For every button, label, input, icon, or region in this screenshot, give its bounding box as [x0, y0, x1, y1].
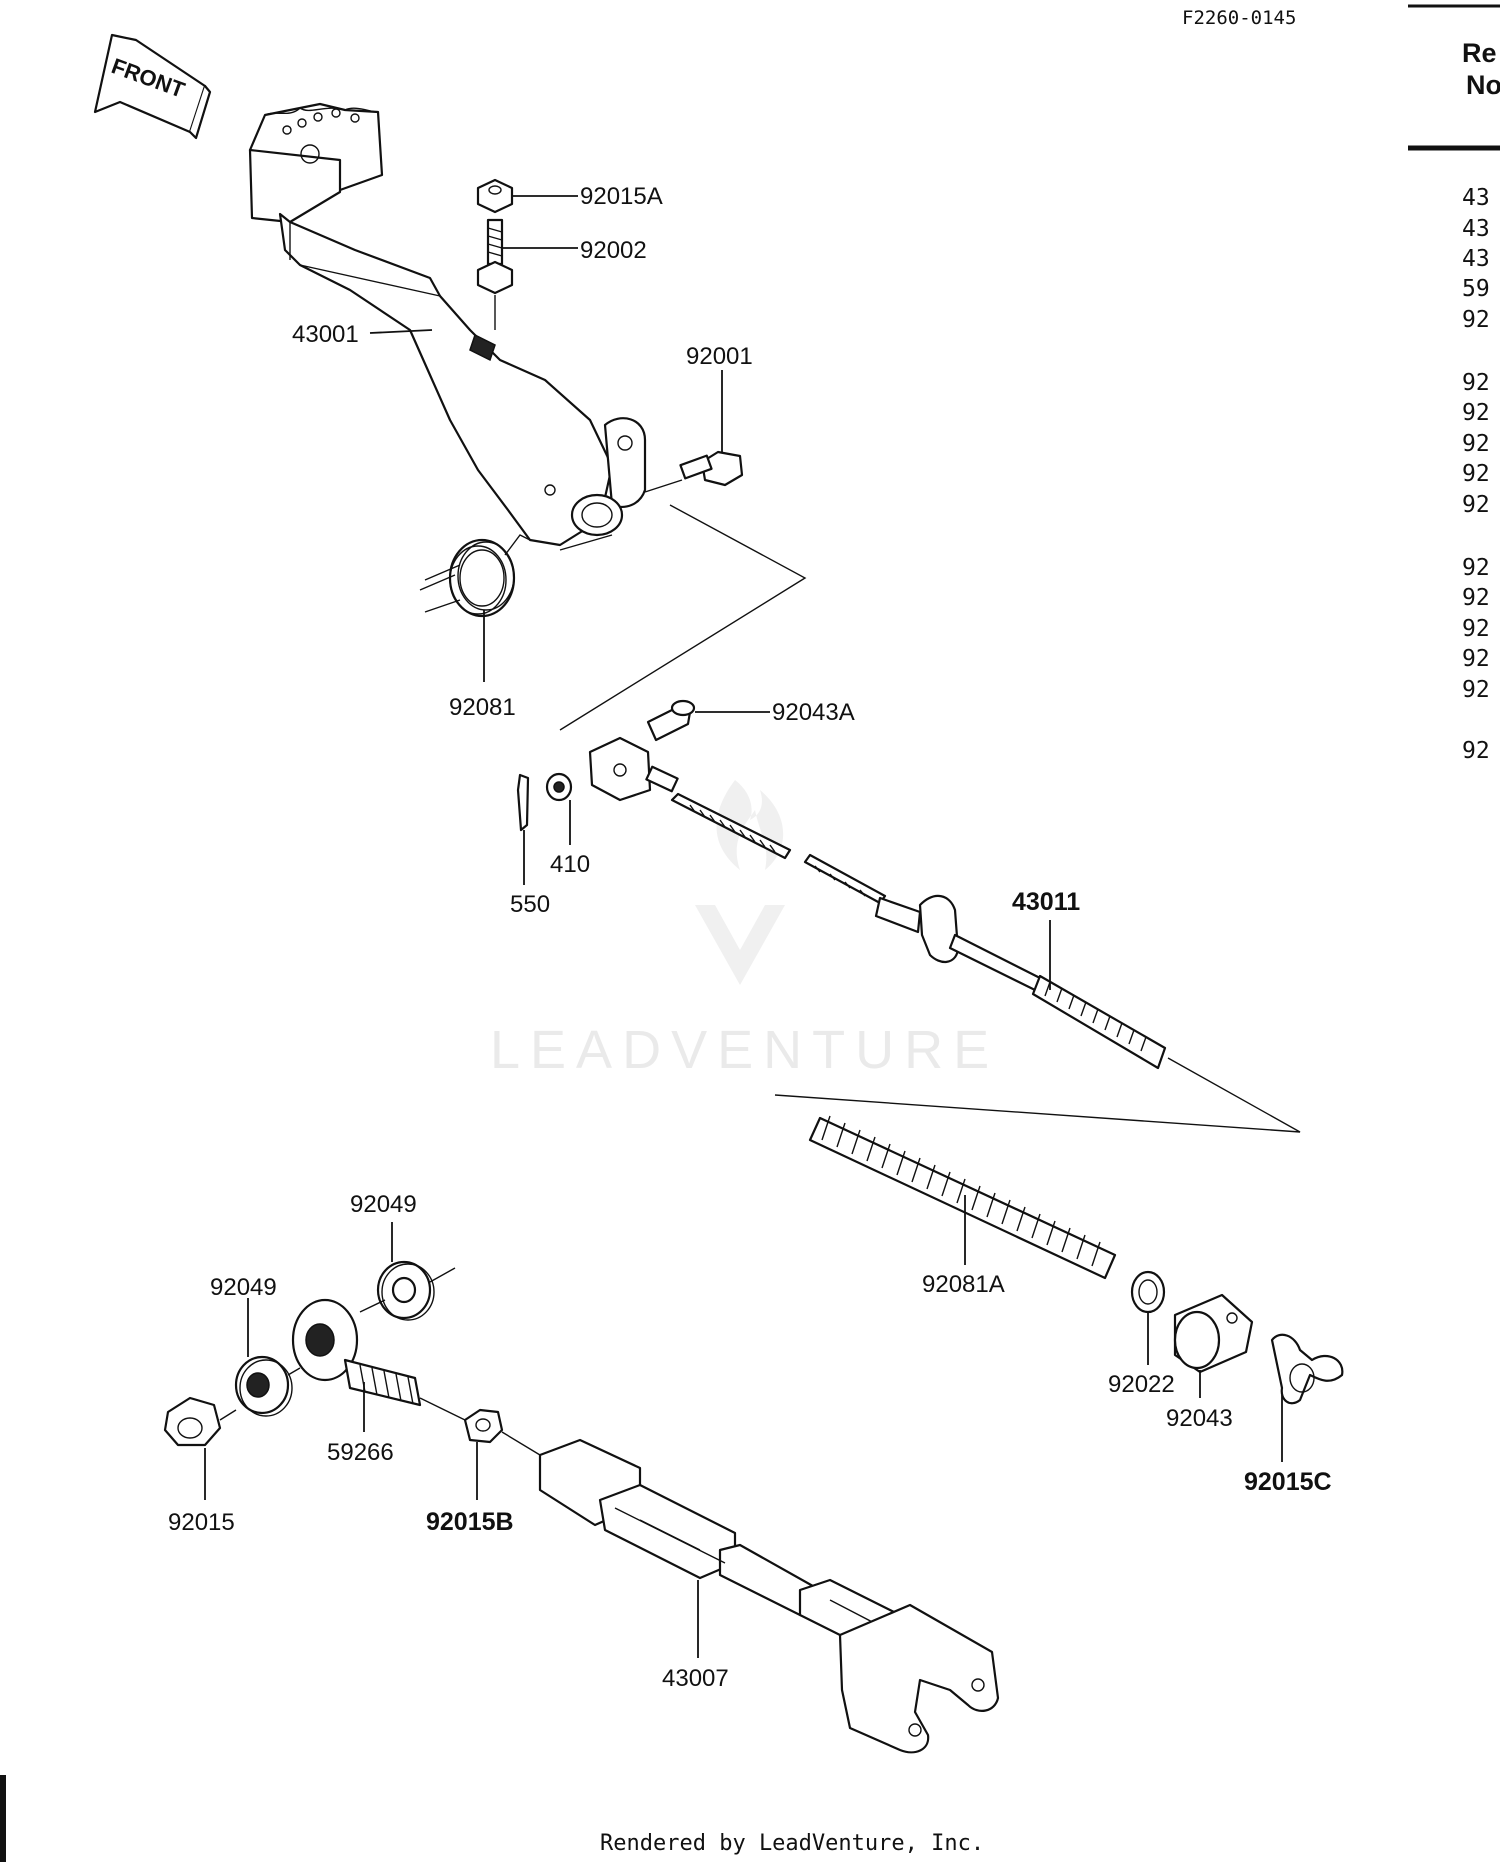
wing-nut-92015C [1270, 1333, 1344, 1405]
callout-43001: 43001 [292, 321, 359, 348]
reference-number-item: 92 [1462, 431, 1490, 457]
front-direction-arrow: FRONT [93, 33, 212, 140]
rod-end-59266 [291, 1298, 422, 1407]
callout-550: 550 [510, 891, 550, 918]
washer-92022 [1130, 1270, 1166, 1314]
reference-number-item: 92 [1462, 555, 1490, 581]
reference-number-item: 92 [1462, 370, 1490, 396]
collar-92043 [1173, 1293, 1254, 1374]
callout-92002: 92002 [580, 237, 647, 264]
callout-43007: 43007 [662, 1665, 729, 1692]
nut-92015B [463, 1408, 504, 1444]
callout-43011: 43011 [1012, 888, 1080, 916]
callout-92015A: 92015A [580, 183, 663, 210]
reference-number-item: 92 [1462, 492, 1490, 518]
reference-number-item: 92 [1462, 585, 1490, 611]
washer-92049-upper [376, 1260, 435, 1321]
watermark-brand: LEADVENTURE [490, 1020, 999, 1080]
reference-number-item: 92 [1462, 616, 1490, 642]
callout-59266: 59266 [327, 1439, 394, 1466]
reference-number-item: 92 [1462, 307, 1490, 333]
nut-92015A [476, 178, 514, 214]
callout-92022: 92022 [1108, 1371, 1175, 1398]
left-edge-bar [0, 1775, 6, 1862]
ref-no-header-line2: No [1466, 70, 1500, 100]
reference-number-list: 43 43 43 59 92 92 92 92 92 92 92 92 92 92 92 92 [1462, 185, 1490, 764]
leader-lines [204, 195, 1283, 1658]
callout-92015: 92015 [168, 1509, 235, 1536]
washer-410 [545, 772, 573, 802]
footer-credit: Rendered by LeadVenture, Inc. [600, 1831, 984, 1856]
washer-92049-lower [234, 1355, 293, 1417]
reference-number-item: 92 [1462, 677, 1490, 703]
callout-92043A: 92043A [772, 699, 855, 726]
callout-92049-lower: 92049 [210, 1274, 277, 1301]
brake-pedal-43001 [248, 102, 647, 547]
callout-92001: 92001 [686, 343, 753, 370]
callout-92081: 92081 [449, 694, 516, 721]
callout-labels: 92015A 92002 43001 92001 92081 92043A 41… [168, 183, 1332, 1692]
callout-92081A: 92081A [922, 1271, 1005, 1298]
reference-number-item: 43 [1462, 246, 1490, 272]
nut-92015 [163, 1396, 222, 1447]
callout-92015B: 92015B [426, 1508, 514, 1536]
callout-92015C: 92015C [1244, 1468, 1332, 1496]
reference-number-item: 92 [1462, 646, 1490, 672]
reference-number-item: 92 [1462, 400, 1490, 426]
reference-number-item: 43 [1462, 216, 1490, 242]
reference-number-item: 43 [1462, 185, 1490, 211]
callout-92043: 92043 [1166, 1405, 1233, 1432]
callout-92049-upper: 92049 [350, 1191, 417, 1218]
cotter-pin-550 [516, 773, 530, 832]
bolt-92001 [644, 450, 744, 493]
reference-number-item: 59 [1462, 276, 1490, 302]
callout-410: 410 [550, 851, 590, 878]
ref-no-header-line1: Re [1462, 38, 1497, 68]
brake-cable-43011 [670, 792, 1167, 1070]
spring-92081A [808, 1115, 1117, 1280]
figure-code: F2260-0145 [1182, 7, 1296, 29]
reference-number-item: 92 [1462, 738, 1490, 764]
tie-rod-43007 [538, 1438, 1000, 1754]
clevis-pin-92043A [646, 699, 696, 742]
bolt-92002 [476, 218, 514, 330]
return-spring-92081 [419, 534, 531, 618]
cable-clevis [588, 736, 679, 802]
reference-number-item: 92 [1462, 461, 1490, 487]
